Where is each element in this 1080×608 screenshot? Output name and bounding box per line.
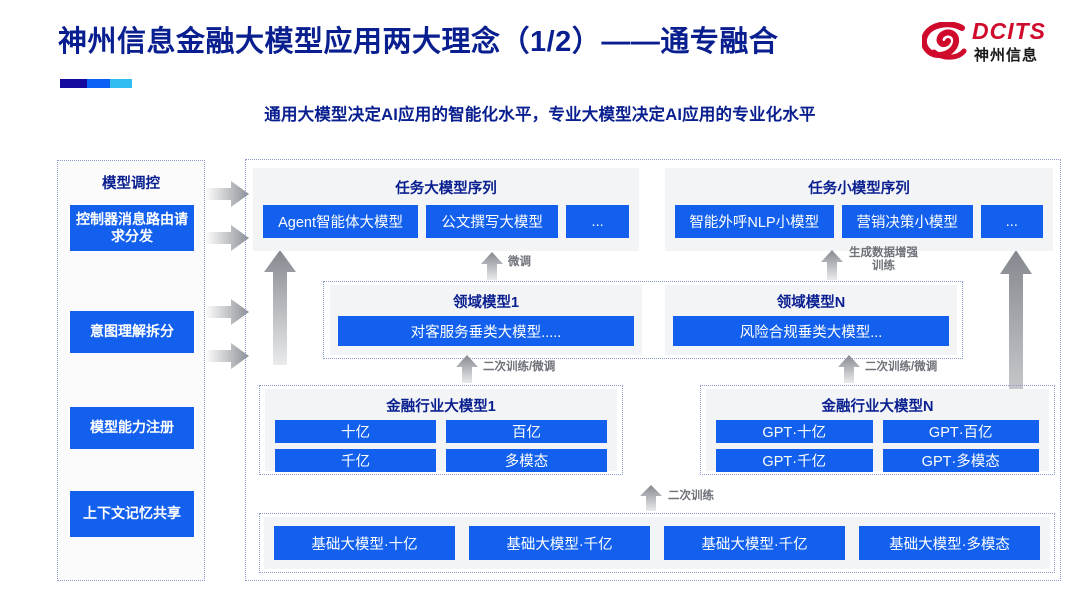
chip-more-small[interactable]: ... <box>980 205 1043 238</box>
domain-model-1-title: 领域模型1 <box>452 295 520 311</box>
label-retrain-tune-left: 二次训练/微调 <box>483 361 556 373</box>
chip-indn-gpt-ten-billion[interactable]: GPT·百亿 <box>882 420 1039 443</box>
left-item-controller-dispatch[interactable]: 控制器消息路由请求分发 <box>70 205 194 251</box>
accent-segment-3 <box>110 79 132 88</box>
chip-risk-compliance-vertical-model[interactable]: 风险合规垂类大模型... <box>673 316 949 346</box>
label-data-augment: 生成数据增强 训练 <box>849 247 918 273</box>
chip-base-billion[interactable]: 基础大模型·十亿 <box>274 526 455 560</box>
dcits-logo: DCITS 神州信息 <box>922 16 1062 70</box>
right-arrow-icon-2 <box>205 225 249 251</box>
chip-ind1-hundred-billion[interactable]: 千亿 <box>275 449 436 472</box>
label-data-augment-line2: 训练 <box>872 260 895 273</box>
chip-base-multimodal[interactable]: 基础大模型·多模态 <box>859 526 1040 560</box>
chip-base-hundred-billion-2[interactable]: 基础大模型·千亿 <box>664 526 845 560</box>
up-arrow-icon-right-tall <box>1000 250 1032 470</box>
model-control-column: 模型调控 控制器消息路由请求分发 意图理解拆分 模型能力注册 上下文记忆共享 <box>57 160 205 581</box>
chip-customer-service-vertical-model[interactable]: 对客服务垂类大模型..... <box>338 316 634 346</box>
main-dotted-container <box>245 159 1061 581</box>
up-arrow-icon-left-tall <box>264 250 296 365</box>
industry-model-1-panel: 金融行业大模型1 十亿 百亿 千亿 多模态 <box>265 389 617 472</box>
page-subtitle: 通用大模型决定AI应用的智能化水平，专业大模型决定AI应用的专业化水平 <box>264 106 816 124</box>
label-retrain-center: 二次训练 <box>668 490 714 502</box>
logo-brand-text: DCITS <box>972 18 1046 44</box>
industry-model-1-dotted-container <box>259 385 623 475</box>
up-arrow-icon-retrain-left <box>456 355 478 383</box>
domain-model-1-panel: 领域模型1 对客服务垂类大模型..... <box>330 285 642 355</box>
chip-agent-model[interactable]: Agent智能体大模型 <box>263 205 419 238</box>
chip-ind1-ten-billion[interactable]: 百亿 <box>446 420 607 443</box>
right-arrow-icon-4 <box>205 343 249 369</box>
industry-model-n-chip-grid: GPT·十亿 GPT·百亿 GPT·千亿 GPT·多模态 <box>706 420 1049 472</box>
up-arrow-icon-fine-tune <box>481 252 503 280</box>
base-model-panel: 基础大模型·十亿 基础大模型·千亿 基础大模型·千亿 基础大模型·多模态 <box>264 517 1050 569</box>
left-item-capability-register[interactable]: 模型能力注册 <box>70 407 194 449</box>
up-arrow-icon-data-augment <box>821 250 843 280</box>
chip-indn-gpt-billion[interactable]: GPT·十亿 <box>716 420 873 443</box>
logo-brand-cn-text: 神州信息 <box>974 47 1039 64</box>
task-big-model-chip-row: Agent智能体大模型 公文撰写大模型 ... <box>253 205 639 248</box>
domain-model-n-title: 领域模型N <box>776 295 846 311</box>
chip-indn-gpt-multimodal[interactable]: GPT·多模态 <box>882 449 1039 472</box>
label-data-augment-line1: 生成数据增强 <box>849 247 918 259</box>
chip-more-big[interactable]: ... <box>566 205 629 238</box>
accent-segment-1 <box>60 79 88 88</box>
up-arrow-icon-retrain-center <box>640 485 662 511</box>
task-small-model-panel: 任务小模型序列 智能外呼NLP小模型 营销决策小模型 ... <box>665 168 1053 251</box>
chip-base-hundred-billion-1[interactable]: 基础大模型·千亿 <box>469 526 650 560</box>
model-control-title: 模型调控 <box>102 176 160 192</box>
accent-segment-2 <box>87 79 111 88</box>
chip-ind1-billion[interactable]: 十亿 <box>275 420 436 443</box>
domain-model-dotted-container <box>323 281 963 359</box>
industry-model-n-dotted-container <box>700 385 1055 475</box>
domain-model-n-panel: 领域模型N 风险合规垂类大模型... <box>665 285 957 355</box>
page-title: 神州信息金融大模型应用两大理念（1/2）——通专融合 <box>58 26 779 58</box>
chip-indn-gpt-hundred-billion[interactable]: GPT·千亿 <box>716 449 873 472</box>
base-model-dotted-container <box>259 513 1055 573</box>
industry-model-n-panel: 金融行业大模型N GPT·十亿 GPT·百亿 GPT·千亿 GPT·多模态 <box>706 389 1049 472</box>
chip-doc-writing-model[interactable]: 公文撰写大模型 <box>426 205 559 238</box>
label-fine-tune: 微调 <box>508 256 531 268</box>
accent-bar <box>60 79 132 88</box>
up-arrow-icon-retrain-right <box>838 355 860 383</box>
right-arrow-icon-1 <box>205 181 249 207</box>
dcits-swirl-icon <box>922 22 967 60</box>
chip-outbound-nlp-model[interactable]: 智能外呼NLP小模型 <box>675 205 834 238</box>
industry-model-1-chip-grid: 十亿 百亿 千亿 多模态 <box>265 420 617 472</box>
label-retrain-tune-right: 二次训练/微调 <box>865 361 938 373</box>
task-big-model-panel: 任务大模型序列 Agent智能体大模型 公文撰写大模型 ... <box>253 168 639 251</box>
task-small-model-chip-row: 智能外呼NLP小模型 营销决策小模型 ... <box>665 205 1053 248</box>
left-item-intent-parse[interactable]: 意图理解拆分 <box>70 311 194 353</box>
chip-ind1-multimodal[interactable]: 多模态 <box>446 449 607 472</box>
chip-marketing-decision-model[interactable]: 营销决策小模型 <box>841 205 973 238</box>
industry-model-1-title: 金融行业大模型1 <box>386 399 496 415</box>
left-item-context-memory[interactable]: 上下文记忆共享 <box>70 491 194 537</box>
task-small-model-title: 任务小模型序列 <box>808 181 910 197</box>
right-arrow-icon-3 <box>205 299 249 325</box>
task-big-model-title: 任务大模型序列 <box>395 181 497 197</box>
industry-model-n-title: 金融行业大模型N <box>821 399 934 415</box>
